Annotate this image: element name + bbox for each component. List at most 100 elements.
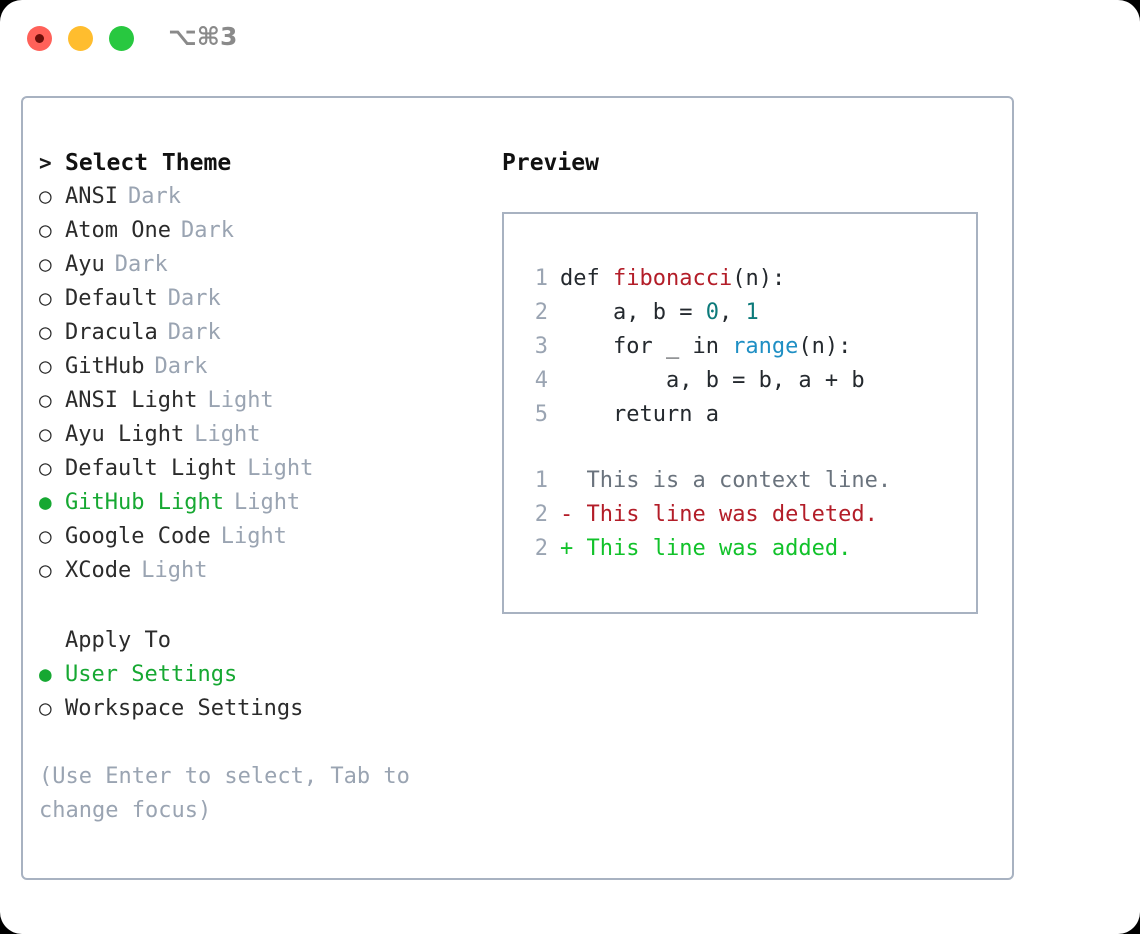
diff-text: This line was added.: [573, 536, 852, 561]
theme-name: ANSI Light: [65, 388, 198, 413]
title-bar: ⌥⌘3: [0, 0, 1140, 78]
line-number: 5: [534, 402, 548, 427]
diff-line: 2- This line was deleted.: [520, 498, 891, 532]
radio-unselected-icon: ○: [39, 252, 52, 276]
code-token-num: 1: [745, 300, 759, 325]
line-number: 2: [534, 502, 548, 527]
theme-variant-badge: Dark: [154, 354, 208, 379]
diff-text: This line was deleted.: [573, 502, 878, 527]
theme-name: Default: [65, 286, 158, 311]
radio-unselected-icon: ○: [39, 558, 52, 582]
close-window-button[interactable]: [27, 26, 52, 51]
code-text: return a: [560, 398, 719, 432]
diff-sample: 1 This is a context line.2- This line wa…: [520, 464, 891, 566]
radio-unselected-icon: ○: [39, 696, 52, 720]
radio-selected-icon: ●: [39, 662, 52, 686]
code-token-fn: fibonacci: [612, 266, 733, 291]
code-text: a, b = 0, 1: [560, 296, 759, 330]
theme-variant-badge: Light: [220, 524, 287, 549]
radio-unselected-icon: ○: [39, 422, 52, 446]
radio-unselected-icon: ○: [39, 286, 52, 310]
theme-variant-badge: Light: [247, 456, 314, 481]
code-line: 3 for _ in range(n):: [520, 330, 865, 364]
apply-to-header: ○ Apply To: [39, 628, 499, 662]
code-token-plain: ,: [718, 300, 746, 325]
theme-list-item[interactable]: ○ Dracula Dark: [39, 320, 499, 354]
theme-variant-badge: Dark: [127, 184, 181, 209]
code-line: 5 return a: [520, 398, 865, 432]
caret-icon: >: [39, 151, 52, 175]
theme-list-item[interactable]: ○ Ayu Light Light: [39, 422, 499, 456]
select-theme-title: Select Theme: [65, 150, 232, 176]
theme-name: XCode: [65, 558, 132, 583]
radio-unselected-icon: ○: [39, 354, 52, 378]
theme-variant-badge: Dark: [167, 320, 221, 345]
apply-to-option[interactable]: ● User Settings: [39, 662, 499, 696]
radio-unselected-icon: ○: [39, 388, 52, 412]
code-token-bi: range: [732, 334, 799, 359]
theme-name: Ayu Light: [65, 422, 185, 447]
theme-list-item[interactable]: ○ ANSI Light Light: [39, 388, 499, 422]
diff-marker: [560, 464, 573, 498]
radio-unselected-icon: ○: [39, 218, 52, 242]
code-token-plain: a, b = b, a + b: [560, 368, 865, 393]
theme-list-item[interactable]: ○ Default Dark: [39, 286, 499, 320]
code-text: a, b = b, a + b: [560, 364, 865, 398]
code-line: 2 a, b = 0, 1: [520, 296, 865, 330]
spacer-icon: ○: [39, 630, 65, 651]
preview-title: Preview: [502, 150, 599, 176]
line-number: 3: [534, 334, 548, 359]
diff-line: 1 This is a context line.: [520, 464, 891, 498]
code-token-plain: return a: [560, 402, 719, 427]
code-line: 4 a, b = b, a + b: [520, 364, 865, 398]
theme-name: ANSI: [65, 184, 118, 209]
code-line: 1 def fibonacci(n):: [520, 262, 865, 296]
code-text: for _ in range(n):: [560, 330, 851, 364]
diff-marker: +: [560, 536, 574, 561]
spacer: [39, 592, 499, 628]
theme-list-item[interactable]: ○ XCode Light: [39, 558, 499, 592]
minimize-window-button[interactable]: [68, 26, 93, 51]
theme-variant-badge: Dark: [180, 218, 234, 243]
apply-to-option[interactable]: ○ Workspace Settings: [39, 696, 499, 730]
code-token-plain: def: [560, 266, 613, 291]
theme-name: Default Light: [65, 456, 238, 481]
theme-variant-badge: Light: [207, 388, 274, 413]
radio-unselected-icon: ○: [39, 524, 52, 548]
apply-to-title: Apply To: [65, 628, 171, 653]
theme-variant-badge: Dark: [167, 286, 221, 311]
theme-name: Dracula: [65, 320, 158, 345]
select-theme-header: > Select Theme: [39, 150, 499, 184]
line-number: 2: [534, 536, 548, 561]
theme-list-item[interactable]: ○ Default Light Light: [39, 456, 499, 490]
apply-to-option-label: Workspace Settings: [65, 696, 304, 721]
theme-variant-badge: Light: [141, 558, 208, 583]
theme-list-item[interactable]: ○ ANSI Dark: [39, 184, 499, 218]
radio-unselected-icon: ○: [39, 184, 52, 208]
theme-variant-badge: Light: [194, 422, 261, 447]
radio-unselected-icon: ○: [39, 320, 52, 344]
diff-text: This is a context line.: [573, 468, 892, 493]
maximize-window-button[interactable]: [109, 26, 134, 51]
keyboard-hint: (Use Enter to select, Tab to change focu…: [39, 764, 410, 823]
code-token-num: 0: [705, 300, 719, 325]
theme-name: Ayu: [65, 252, 105, 277]
line-number: 1: [534, 266, 548, 291]
code-token-plain: (n):: [732, 266, 786, 291]
line-number: 4: [534, 368, 548, 393]
radio-unselected-icon: ○: [39, 456, 52, 480]
line-number: 2: [534, 300, 548, 325]
window-controls: [27, 26, 134, 51]
apply-to-option-label: User Settings: [65, 662, 238, 687]
